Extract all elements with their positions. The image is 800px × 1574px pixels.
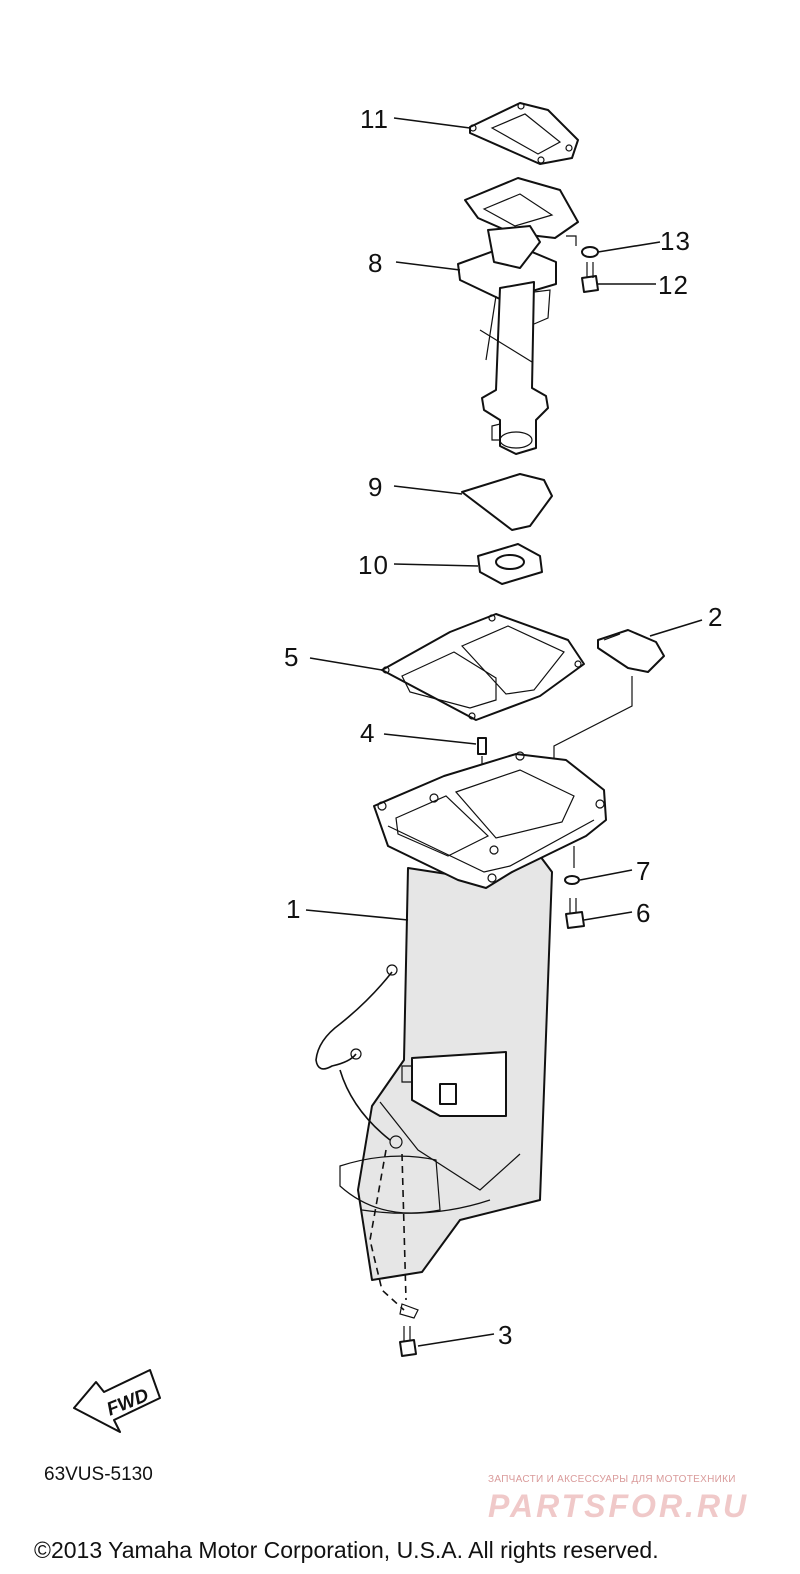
callout-5: 5	[284, 642, 299, 672]
part-12-bolt	[581, 262, 599, 293]
part-10-seal	[477, 543, 543, 585]
fwd-arrow-icon: FWD	[73, 1369, 161, 1433]
callout-4: 4	[360, 718, 375, 748]
part-11-gasket	[469, 102, 579, 165]
callout-13: 13	[660, 226, 691, 256]
part-7-washer	[564, 846, 580, 885]
callout-12: 12	[658, 270, 689, 300]
callout-2: 2	[708, 602, 723, 632]
watermark-logo: PARTSFOR.RU	[488, 1488, 750, 1524]
part-8-exhaust-guide	[457, 177, 579, 455]
callout-1: 1	[286, 894, 301, 924]
copyright-notice: ©2013 Yamaha Motor Corporation, U.S.A. A…	[34, 1537, 659, 1563]
part-5-gasket	[381, 613, 585, 721]
callout-7: 7	[636, 856, 651, 886]
watermark-tagline: ЗАПЧАСТИ И АКСЕССУАРЫ ДЛЯ МОТОТЕХНИКИ	[488, 1474, 736, 1485]
callout-3: 3	[498, 1320, 513, 1350]
part-13-washer	[566, 235, 599, 258]
callout-8: 8	[368, 248, 383, 278]
part-1-upper-casing	[315, 751, 607, 1319]
callout-10: 10	[358, 550, 389, 580]
callout-9: 9	[368, 472, 383, 502]
part-3-bolt	[399, 1326, 417, 1357]
part-6-bolt	[565, 898, 585, 929]
leader-lines	[305, 117, 703, 1347]
callout-numbers: 11 8 13 12 9 10 2 5 4 7 6 1 3	[284, 104, 723, 1350]
callout-6: 6	[636, 898, 651, 928]
diagram-code: 63VUS-5130	[44, 1464, 153, 1485]
part-9-gasket	[461, 473, 553, 531]
callout-11: 11	[360, 104, 389, 134]
